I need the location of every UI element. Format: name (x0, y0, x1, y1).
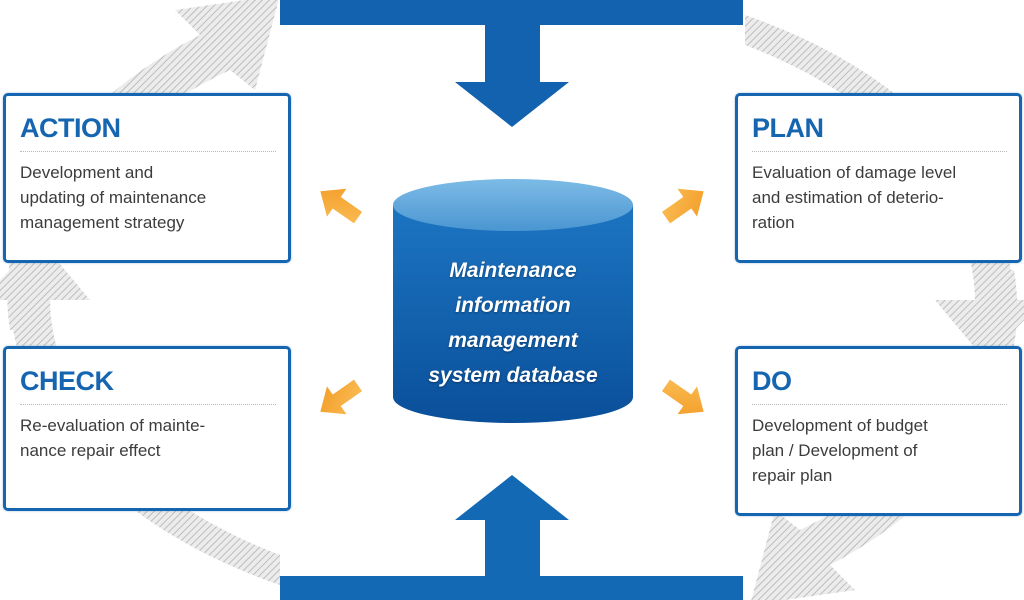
card-plan-title: PLAN (752, 112, 1007, 152)
card-action-description: Development and updating of maintenance … (20, 163, 207, 232)
card-plan: PLAN Evaluation of damage level and esti… (735, 93, 1022, 263)
database-label: Maintenance information management syste… (428, 259, 598, 387)
arrow-up-left-icon (320, 188, 363, 224)
card-action-title: ACTION (20, 112, 276, 152)
card-check-title: CHECK (20, 365, 276, 405)
card-check: CHECK Re-evaluation of mainte- nance rep… (3, 346, 291, 511)
card-do-description: Development of budget plan / Development… (752, 416, 928, 485)
arrow-down-left-icon (320, 379, 363, 415)
card-action: ACTION Development and updating of maint… (3, 93, 291, 263)
arrow-up-right-icon (661, 188, 704, 224)
card-do: DO Development of budget plan / Developm… (735, 346, 1022, 516)
card-check-description: Re-evaluation of mainte- nance repair ef… (20, 416, 206, 460)
card-do-title: DO (752, 365, 1007, 405)
card-plan-description: Evaluation of damage level and estimatio… (752, 163, 957, 232)
arrow-down-icon (280, 0, 743, 127)
arrow-down-right-icon (661, 379, 704, 415)
arrow-up-icon (280, 475, 743, 600)
database-cylinder-icon (393, 179, 633, 423)
